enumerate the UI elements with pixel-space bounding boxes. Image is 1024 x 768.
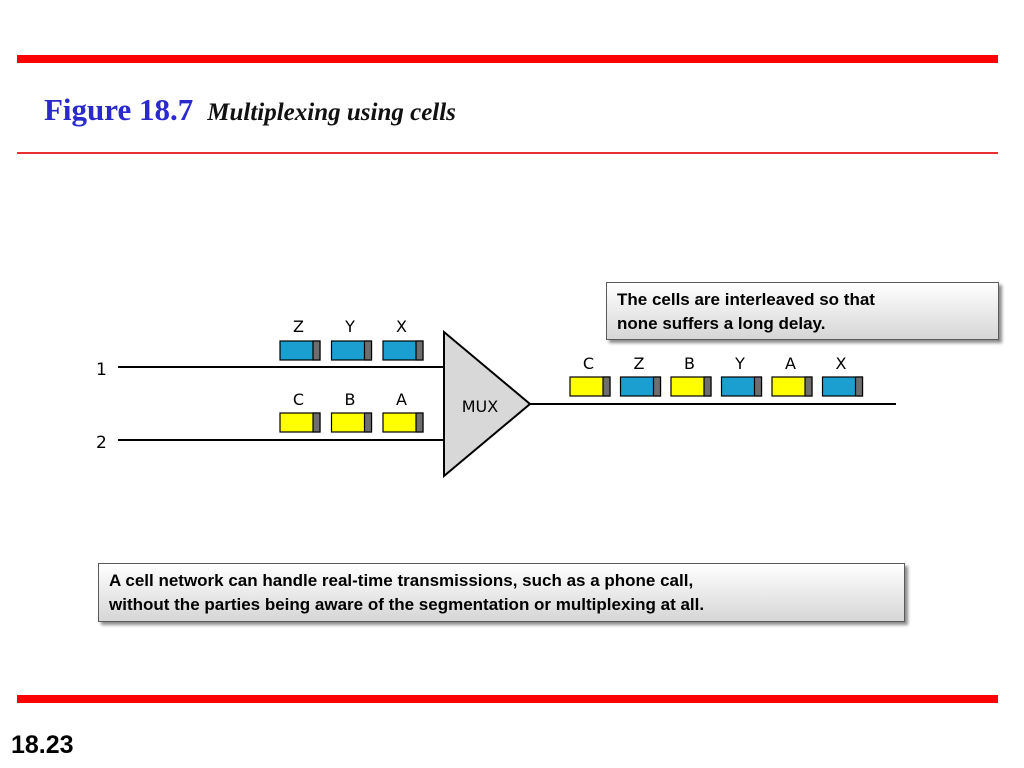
bottom-red-rule: [17, 695, 998, 703]
cell-header: [415, 340, 424, 361]
realtime-note-callout: A cell network can handle real-time tran…: [98, 563, 905, 622]
cell-z: Z: [279, 317, 321, 361]
top-red-rule: [17, 55, 998, 63]
cell-label: B: [684, 354, 695, 373]
cell-label: Z: [293, 317, 304, 336]
mux-label: MUX: [462, 397, 499, 416]
input-line-1: 1: [96, 360, 444, 380]
figure-title: Figure 18.7 Multiplexing using cells: [44, 92, 456, 132]
cell-y: Y: [330, 317, 373, 361]
input-line-label: 2: [96, 433, 107, 453]
cell-header: [703, 376, 712, 397]
callout-line: none suffers a long delay.: [617, 314, 826, 333]
figure-caption: Multiplexing using cells: [207, 99, 456, 126]
cells-layer: Z Y X C B A C Z B Y A X: [279, 317, 864, 433]
cell-header: [753, 376, 763, 397]
cell-header: [312, 412, 321, 433]
cell-header: [804, 376, 813, 397]
cell-label: Y: [344, 317, 355, 336]
callout-line: A cell network can handle real-time tran…: [109, 571, 694, 590]
cell-b: B: [670, 354, 712, 397]
cell-label: C: [293, 390, 304, 409]
cell-header: [415, 412, 424, 433]
mux-block: MUX: [443, 329, 532, 479]
figure-number: Figure 18.7: [44, 92, 194, 127]
cell-a: A: [771, 354, 813, 397]
cell-c: C: [279, 390, 321, 433]
cell-label: Z: [634, 354, 645, 373]
cell-header: [363, 340, 373, 361]
input-line-2: 2: [96, 433, 444, 453]
cell-y: Y: [720, 354, 763, 397]
input-line-label: 1: [96, 360, 107, 380]
cell-header: [652, 376, 662, 397]
cell-x: X: [821, 354, 864, 397]
cell-a: A: [382, 390, 424, 433]
callout-line: without the parties being aware of the s…: [109, 595, 705, 614]
title-underline-rule: [17, 152, 998, 154]
cell-label: Y: [734, 354, 745, 373]
cell-label: X: [836, 354, 847, 373]
slide-number: 18.23: [11, 731, 74, 759]
cell-label: X: [396, 317, 407, 336]
callout-line: The cells are interleaved so that: [617, 290, 875, 309]
cell-header: [602, 376, 611, 397]
interleave-note-callout: The cells are interleaved so that none s…: [606, 282, 999, 340]
cell-c: C: [569, 354, 611, 397]
cell-label: C: [583, 354, 594, 373]
cell-z: Z: [619, 354, 662, 397]
cell-b: B: [330, 390, 373, 433]
cell-label: A: [785, 354, 796, 373]
cell-header: [363, 412, 373, 433]
cell-label: A: [396, 390, 407, 409]
cell-header: [312, 340, 321, 361]
cell-label: B: [345, 390, 356, 409]
cell-header: [854, 376, 864, 397]
cell-x: X: [382, 317, 424, 361]
